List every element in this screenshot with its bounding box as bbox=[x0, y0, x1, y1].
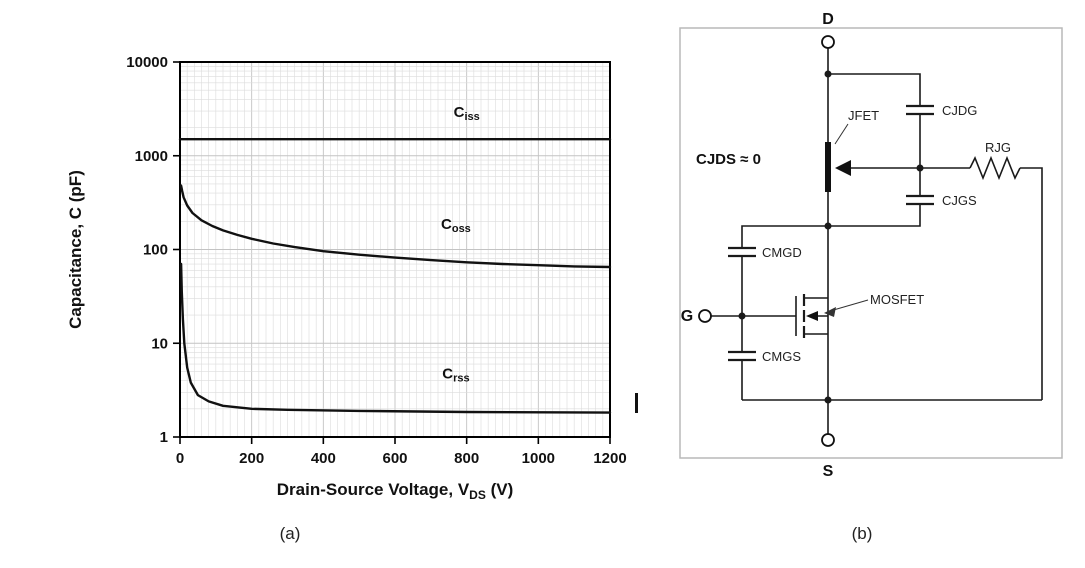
y-tick-label: 100 bbox=[143, 242, 168, 259]
x-tick-label: 400 bbox=[311, 450, 336, 467]
source-terminal bbox=[821, 433, 835, 447]
cmgd-label: CMGD bbox=[762, 245, 802, 260]
y-axis-label: Capacitance, C (pF) bbox=[66, 170, 85, 329]
y-tick-label: 1 bbox=[160, 429, 168, 446]
cjdg-branch-wire bbox=[828, 73, 921, 168]
caption-a: (a) bbox=[279, 524, 301, 543]
curve-label-ciss: Ciss bbox=[454, 104, 480, 123]
mosfet-symbol bbox=[795, 294, 869, 338]
x-tick-label: 1200 bbox=[593, 450, 626, 467]
curve-coss bbox=[179, 184, 612, 269]
rjg-label: RJG bbox=[985, 140, 1011, 155]
x-axis-label: Drain-Source Voltage, VDS (V) bbox=[277, 480, 513, 502]
cjgs-label: CJGS bbox=[942, 193, 977, 208]
rjg-return-wire bbox=[742, 167, 1043, 401]
circuit-border bbox=[679, 27, 1063, 459]
curve-crss bbox=[179, 262, 612, 414]
curve-label-coss: Coss bbox=[441, 216, 471, 235]
rjg-resistor bbox=[969, 155, 1021, 181]
cascode-equivalent-circuit: D S G JFET CJDG RJG CJGS CJDS ≈ 0 CMGD M… bbox=[679, 11, 1063, 480]
y-tick-label: 1000 bbox=[135, 148, 168, 165]
x-tick-label: 600 bbox=[382, 450, 407, 467]
jfet-symbol bbox=[825, 123, 851, 192]
cjdg-label: CJDG bbox=[942, 103, 977, 118]
junction-dots bbox=[738, 70, 924, 404]
mosfet-leader-line bbox=[829, 299, 869, 312]
caption-b: (b) bbox=[851, 524, 873, 543]
gate-terminal bbox=[698, 309, 712, 323]
drain-terminal-label: D bbox=[822, 11, 834, 28]
drain-terminal bbox=[821, 35, 835, 49]
x-tick-label: 800 bbox=[454, 450, 479, 467]
cmgd-capacitor bbox=[728, 246, 756, 258]
curve-label-crss: Crss bbox=[442, 366, 469, 385]
y-tick-label: 10 bbox=[151, 335, 168, 352]
cjds-label: CJDS ≈ 0 bbox=[696, 151, 761, 168]
cmgs-label: CMGS bbox=[762, 349, 801, 364]
mosfet-leader-arrow bbox=[824, 307, 836, 317]
source-terminal-label: S bbox=[823, 463, 834, 480]
jfet-leader-line bbox=[834, 123, 849, 145]
cjdg-capacitor bbox=[906, 104, 934, 116]
mosfet-label: MOSFET bbox=[870, 292, 924, 307]
gate-terminal-label: G bbox=[681, 308, 693, 325]
y-tick-label: 10000 bbox=[126, 54, 168, 71]
cmgd-branch-wire bbox=[741, 225, 828, 316]
capacitance-chart: 0 200 400 600 800 1000 1200 1 10 100 1000 10000Ciss… bbox=[66, 54, 627, 502]
jfet-label: JFET bbox=[848, 108, 879, 123]
cjgs-branch-wire bbox=[828, 168, 921, 227]
cjgs-capacitor bbox=[906, 194, 934, 206]
circuit-wires bbox=[711, 48, 1043, 434]
text-cursor-artifact bbox=[635, 393, 638, 413]
cmgs-capacitor bbox=[728, 350, 756, 362]
x-tick-label: 1000 bbox=[522, 450, 555, 467]
x-tick-label: 200 bbox=[239, 450, 264, 467]
x-tick-label: 0 bbox=[176, 450, 184, 467]
